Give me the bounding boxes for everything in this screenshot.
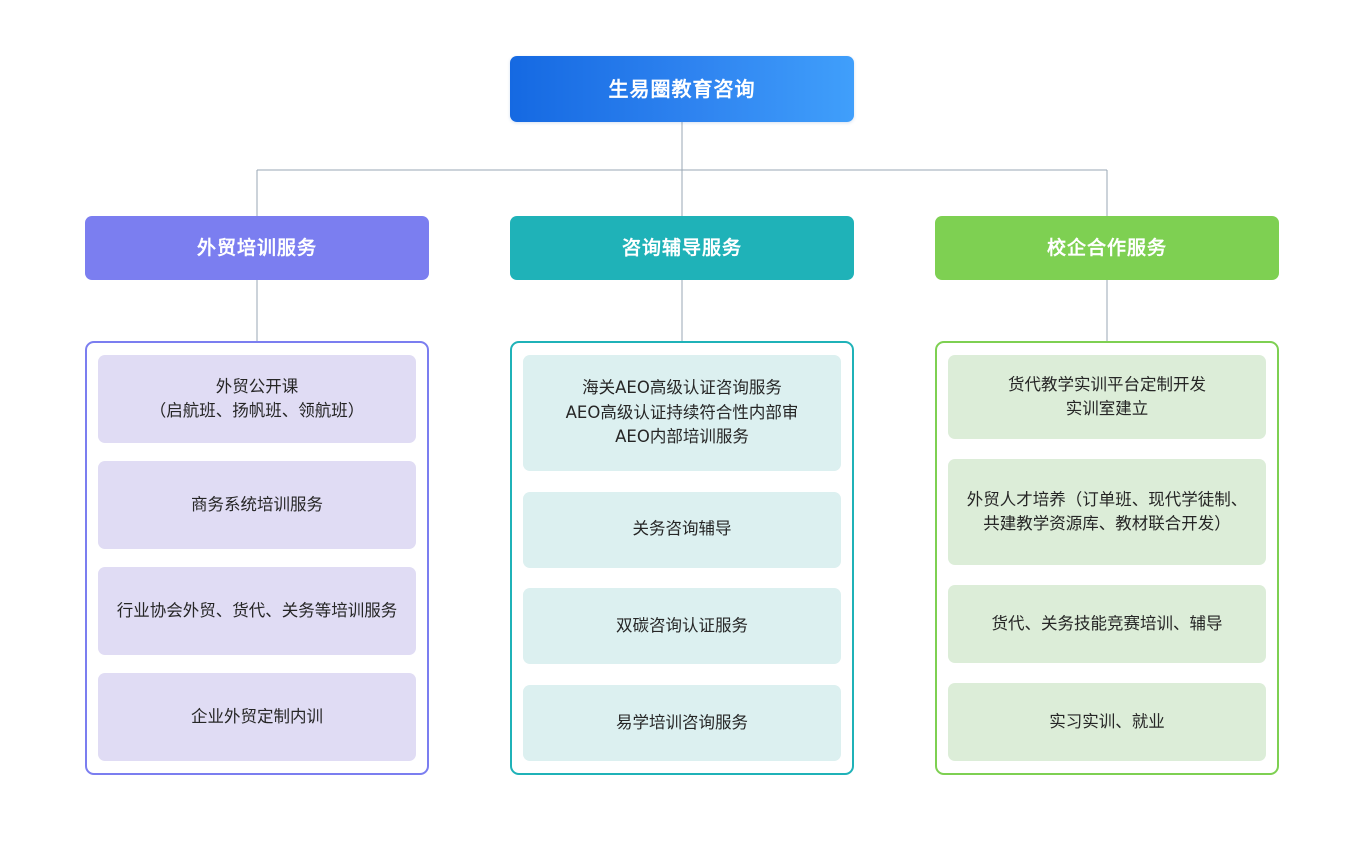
branch-header-school-enterprise-cooperation[interactable]: 校企合作服务	[935, 216, 1279, 280]
leaf-item[interactable]: 外贸公开课 （启航班、扬帆班、领航班）	[98, 355, 416, 443]
branch-header-label: 校企合作服务	[1046, 236, 1167, 259]
leaf-item[interactable]: 商务系统培训服务	[98, 461, 416, 549]
leaf-item[interactable]: 企业外贸定制内训	[98, 673, 416, 761]
branch-body-foreign-trade-training: 外贸公开课 （启航班、扬帆班、领航班） 商务系统培训服务 行业协会外贸、货代、关…	[85, 341, 429, 775]
leaf-item[interactable]: 行业协会外贸、货代、关务等培训服务	[98, 567, 416, 655]
root-node[interactable]: 生易圈教育咨询	[510, 56, 854, 122]
branch-header-foreign-trade-training[interactable]: 外贸培训服务	[85, 216, 429, 280]
branch-column-school-enterprise-cooperation: 校企合作服务 货代教学实训平台定制开发 实训室建立 外贸人才培养（订单班、现代学…	[935, 216, 1279, 775]
branch-column-foreign-trade-training: 外贸培训服务 外贸公开课 （启航班、扬帆班、领航班） 商务系统培训服务 行业协会…	[85, 216, 429, 775]
leaf-item[interactable]: 海关AEO高级认证咨询服务 AEO高级认证持续符合性内部审 AEO内部培训服务	[523, 355, 841, 471]
leaf-item[interactable]: 双碳咨询认证服务	[523, 588, 841, 665]
leaf-item[interactable]: 实习实训、就业	[948, 683, 1266, 761]
branch-body-consulting-tutoring: 海关AEO高级认证咨询服务 AEO高级认证持续符合性内部审 AEO内部培训服务 …	[510, 341, 854, 775]
leaf-item[interactable]: 货代、关务技能竞赛培训、辅导	[948, 585, 1266, 663]
root-node-label: 生易圈教育咨询	[608, 77, 756, 101]
leaf-item[interactable]: 关务咨询辅导	[523, 491, 841, 568]
leaf-item[interactable]: 货代教学实训平台定制开发 实训室建立	[948, 355, 1266, 439]
leaf-item[interactable]: 易学培训咨询服务	[523, 684, 841, 761]
branch-header-consulting-tutoring[interactable]: 咨询辅导服务	[510, 216, 854, 280]
branch-header-label: 咨询辅导服务	[621, 236, 742, 259]
leaf-item[interactable]: 外贸人才培养（订单班、现代学徒制、共建教学资源库、教材联合开发）	[948, 459, 1266, 565]
branch-header-label: 外贸培训服务	[196, 236, 317, 259]
branch-body-school-enterprise-cooperation: 货代教学实训平台定制开发 实训室建立 外贸人才培养（订单班、现代学徒制、共建教学…	[935, 341, 1279, 775]
branch-column-consulting-tutoring: 咨询辅导服务 海关AEO高级认证咨询服务 AEO高级认证持续符合性内部审 AEO…	[510, 216, 854, 775]
